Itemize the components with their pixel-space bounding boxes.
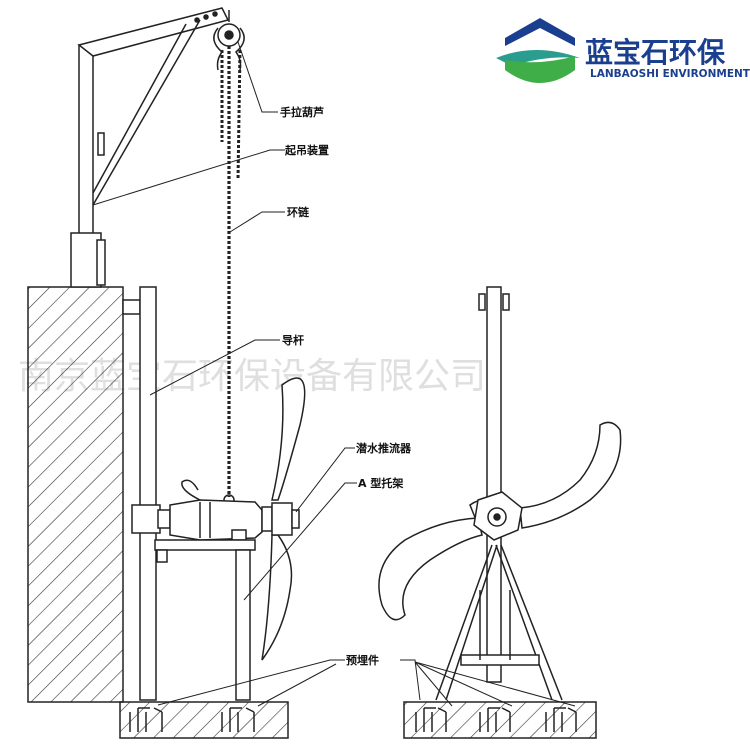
chain-hoist xyxy=(213,10,245,71)
label-guide-rod: 导杆 xyxy=(282,333,304,347)
right-floor-base xyxy=(403,701,597,739)
leader-embedded-3 xyxy=(400,659,421,701)
lifting-device xyxy=(70,7,230,288)
leader-guide-rod xyxy=(149,339,280,396)
propeller-blade-upper xyxy=(271,377,306,501)
leader-hoist xyxy=(237,41,278,113)
propeller-blade-lower xyxy=(261,534,293,661)
guide-rod xyxy=(122,286,157,701)
concrete-wall xyxy=(27,286,124,703)
guide-rod-front xyxy=(478,286,510,683)
leader-embedded-6 xyxy=(414,661,576,707)
mixer-side-view xyxy=(131,377,306,661)
leader-embedded-5 xyxy=(414,661,513,707)
label-embedded-parts: 预埋件 xyxy=(346,653,379,667)
leader-mixer xyxy=(295,447,355,513)
label-hoist: 手拉葫芦 xyxy=(280,105,324,119)
leader-embedded-2 xyxy=(257,663,337,707)
label-chain: 环链 xyxy=(287,205,310,219)
brand-logo: 蓝宝石环保 LANBAOSHI ENVIRONMENT xyxy=(496,18,750,83)
label-a-bracket: A 型托架 xyxy=(358,476,403,490)
leader-lines xyxy=(92,41,576,707)
mounting-bracket-side xyxy=(154,539,256,701)
leader-embedded-4 xyxy=(414,661,453,707)
leader-lifting-device xyxy=(92,149,285,206)
brand-name-cn: 蓝宝石环保 xyxy=(585,36,726,69)
leader-embedded-1 xyxy=(157,659,345,706)
hoist-return-chain xyxy=(236,49,242,181)
label-mixer: 潜水推流器 xyxy=(356,441,412,455)
front-blade-right xyxy=(519,421,622,529)
mixer-front-view xyxy=(378,421,622,621)
leader-chain xyxy=(229,211,285,233)
label-lifting-device: 起吊装置 xyxy=(284,143,329,157)
logo-roof-icon xyxy=(505,18,575,46)
a-bracket-front xyxy=(435,544,563,701)
brand-name-en: LANBAOSHI ENVIRONMENT xyxy=(590,68,750,80)
logo-leaf-icon xyxy=(505,56,575,83)
left-floor-base xyxy=(119,701,289,739)
front-blade-left xyxy=(378,517,483,621)
leader-a-bracket xyxy=(243,482,357,601)
